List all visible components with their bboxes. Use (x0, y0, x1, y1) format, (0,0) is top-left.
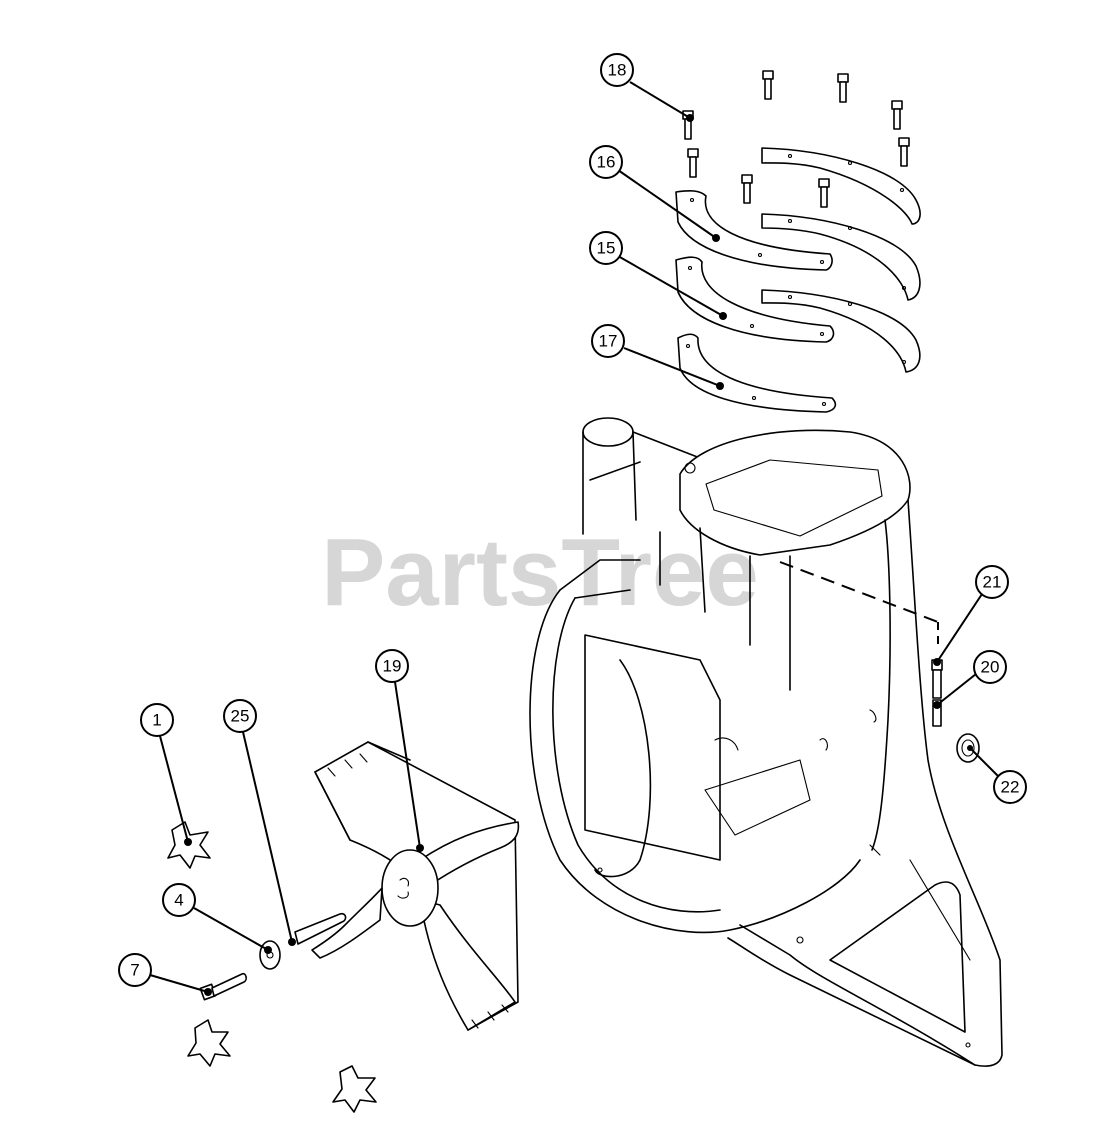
callout-label: 4 (174, 891, 183, 910)
bolt[interactable] (837, 73, 849, 103)
blower-housing[interactable] (529, 417, 1003, 1067)
strap-17[interactable] (677, 333, 837, 413)
strap-right-3[interactable] (761, 289, 921, 373)
callout-22[interactable]: 22 (967, 745, 1027, 804)
callout-label: 17 (599, 332, 618, 351)
strap-15[interactable] (675, 256, 835, 343)
callout-label: 25 (231, 707, 250, 726)
bolts-group (682, 70, 910, 208)
callout-label: 20 (981, 658, 1000, 677)
bolt[interactable] (687, 148, 699, 178)
callout-20[interactable]: 20 (933, 650, 1007, 709)
callout-16[interactable]: 16 (589, 145, 720, 242)
fan-19[interactable] (311, 741, 520, 1031)
callout-25[interactable]: 25 (223, 699, 296, 946)
bolt[interactable] (898, 137, 910, 167)
callout-19[interactable]: 19 (375, 649, 424, 852)
callout-18[interactable]: 18 (600, 53, 694, 122)
callout-label: 15 (597, 239, 616, 258)
watermark: PartsTree (321, 519, 759, 626)
wing-knob-lower[interactable] (187, 1019, 231, 1067)
pin-20-21[interactable] (931, 659, 943, 727)
callout-15[interactable]: 15 (589, 231, 727, 320)
wing-knob-bottom[interactable] (332, 1065, 377, 1113)
callouts: 18 16 15 17 21 (118, 53, 1027, 996)
strap-16[interactable] (675, 190, 833, 271)
bolt[interactable] (741, 174, 753, 204)
bolt[interactable] (891, 100, 903, 130)
callout-label: 1 (152, 711, 161, 730)
shaft-25[interactable] (294, 912, 347, 945)
callout-label: 22 (1001, 778, 1020, 797)
callout-label: 7 (130, 961, 139, 980)
callout-4[interactable]: 4 (162, 883, 272, 954)
callout-7[interactable]: 7 (118, 953, 212, 996)
bolt[interactable] (818, 178, 830, 208)
bolt[interactable] (762, 70, 774, 100)
callout-label: 16 (597, 153, 616, 172)
strap-right-1[interactable] (761, 147, 921, 225)
callout-label: 21 (983, 573, 1002, 592)
callout-21[interactable]: 21 (933, 565, 1009, 666)
callout-label: 18 (608, 61, 627, 80)
callout-1[interactable]: 1 (140, 703, 192, 846)
strap-right-2[interactable] (761, 213, 921, 301)
hub-cap-4[interactable] (259, 940, 281, 970)
callout-17[interactable]: 17 (591, 324, 724, 390)
callout-label: 19 (383, 657, 402, 676)
axis-line (779, 561, 939, 623)
